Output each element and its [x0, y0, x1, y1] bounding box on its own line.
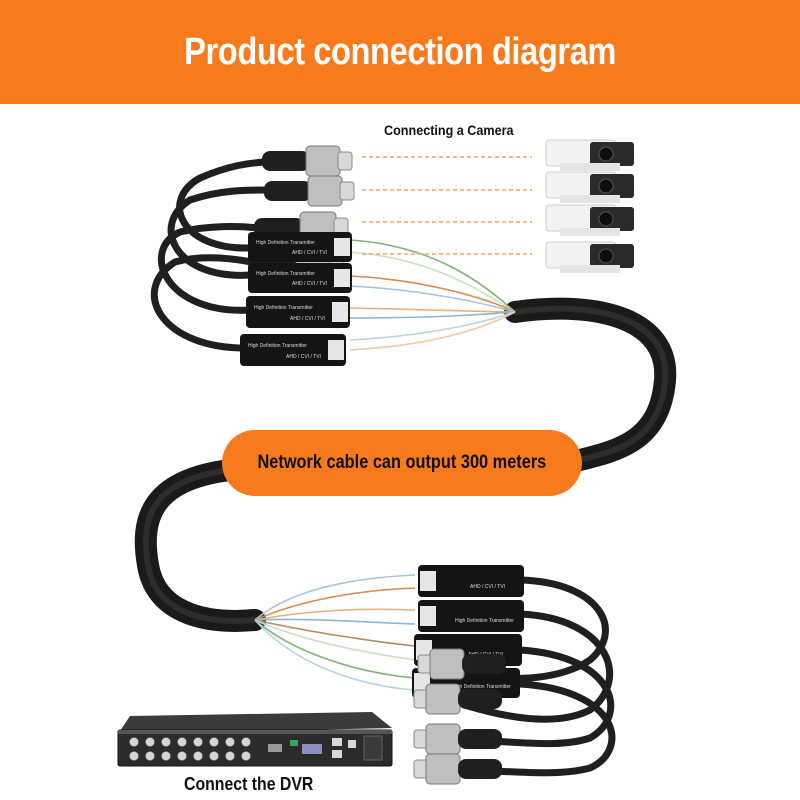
bnc-connector-icon — [413, 753, 502, 785]
balun-transceiver-icon: High Definition Transmitter AHD / CVI / … — [240, 334, 346, 366]
bottom-bnc-connectors — [413, 648, 506, 785]
bnc-connector-icon — [413, 683, 502, 715]
dvr-recorder-icon — [117, 712, 393, 767]
bottom-wire-fanout — [254, 574, 416, 691]
balun-transceiver-icon: AHD / CVI / TVI — [418, 565, 524, 597]
camera-caption: Connecting a Camera — [384, 122, 514, 138]
balun-transceiver-icon: High Definition Transmitter AHD / CVI / … — [248, 263, 352, 293]
page-title: Product connection diagram — [184, 30, 616, 73]
cable-distance-banner: Network cable can output 300 meters — [222, 430, 582, 496]
top-pigtail-cables — [150, 158, 272, 352]
bnc-connector-icon — [413, 723, 502, 755]
svg-text:AHD / CVI / TVI: AHD / CVI / TVI — [292, 281, 327, 287]
svg-text:AHD / CVI / TVI: AHD / CVI / TVI — [470, 584, 505, 590]
balun-transceiver-icon: High Definition Transmitter — [418, 600, 524, 632]
bottom-balun-modules: AHD / CVI / TVI High Definition Transmit… — [412, 565, 524, 698]
header-banner: Product connection diagram — [0, 0, 800, 104]
svg-text:AHD / CVI / TVI: AHD / CVI / TVI — [292, 250, 327, 256]
balun-transceiver-icon: High Definition Transmitter AHD / CVI / … — [248, 232, 352, 262]
bnc-connector-icon — [417, 648, 506, 680]
svg-text:High Definition Transmitter: High Definition Transmitter — [256, 240, 315, 246]
top-balun-modules: High Definition Transmitter AHD / CVI / … — [240, 232, 352, 366]
bnc-connector-icon — [262, 145, 353, 177]
balun-transceiver-icon: High Definition Transmitter AHD / CVI / … — [246, 296, 350, 328]
svg-text:High Definition Transmitter: High Definition Transmitter — [248, 343, 307, 349]
svg-text:AHD / CVI / TVI: AHD / CVI / TVI — [290, 316, 325, 322]
camera-icon — [545, 139, 634, 171]
bnc-connector-icon — [264, 175, 355, 207]
camera-icon — [545, 204, 634, 236]
camera-link-lines — [362, 156, 532, 255]
svg-text:High Definition Transmitter: High Definition Transmitter — [256, 271, 315, 277]
svg-text:High Definition Transmitter: High Definition Transmitter — [455, 618, 514, 624]
cameras — [545, 139, 634, 273]
cable-distance-text: Network cable can output 300 meters — [257, 452, 547, 473]
svg-text:High Definition Transmitter: High Definition Transmitter — [452, 684, 511, 690]
svg-text:AHD / CVI / TVI: AHD / CVI / TVI — [286, 354, 321, 360]
camera-icon — [545, 171, 634, 203]
camera-icon — [545, 241, 634, 273]
top-wire-fanout — [349, 239, 516, 351]
dvr-caption: Connect the DVR — [184, 774, 314, 794]
svg-text:High Definition Transmitter: High Definition Transmitter — [254, 305, 313, 311]
